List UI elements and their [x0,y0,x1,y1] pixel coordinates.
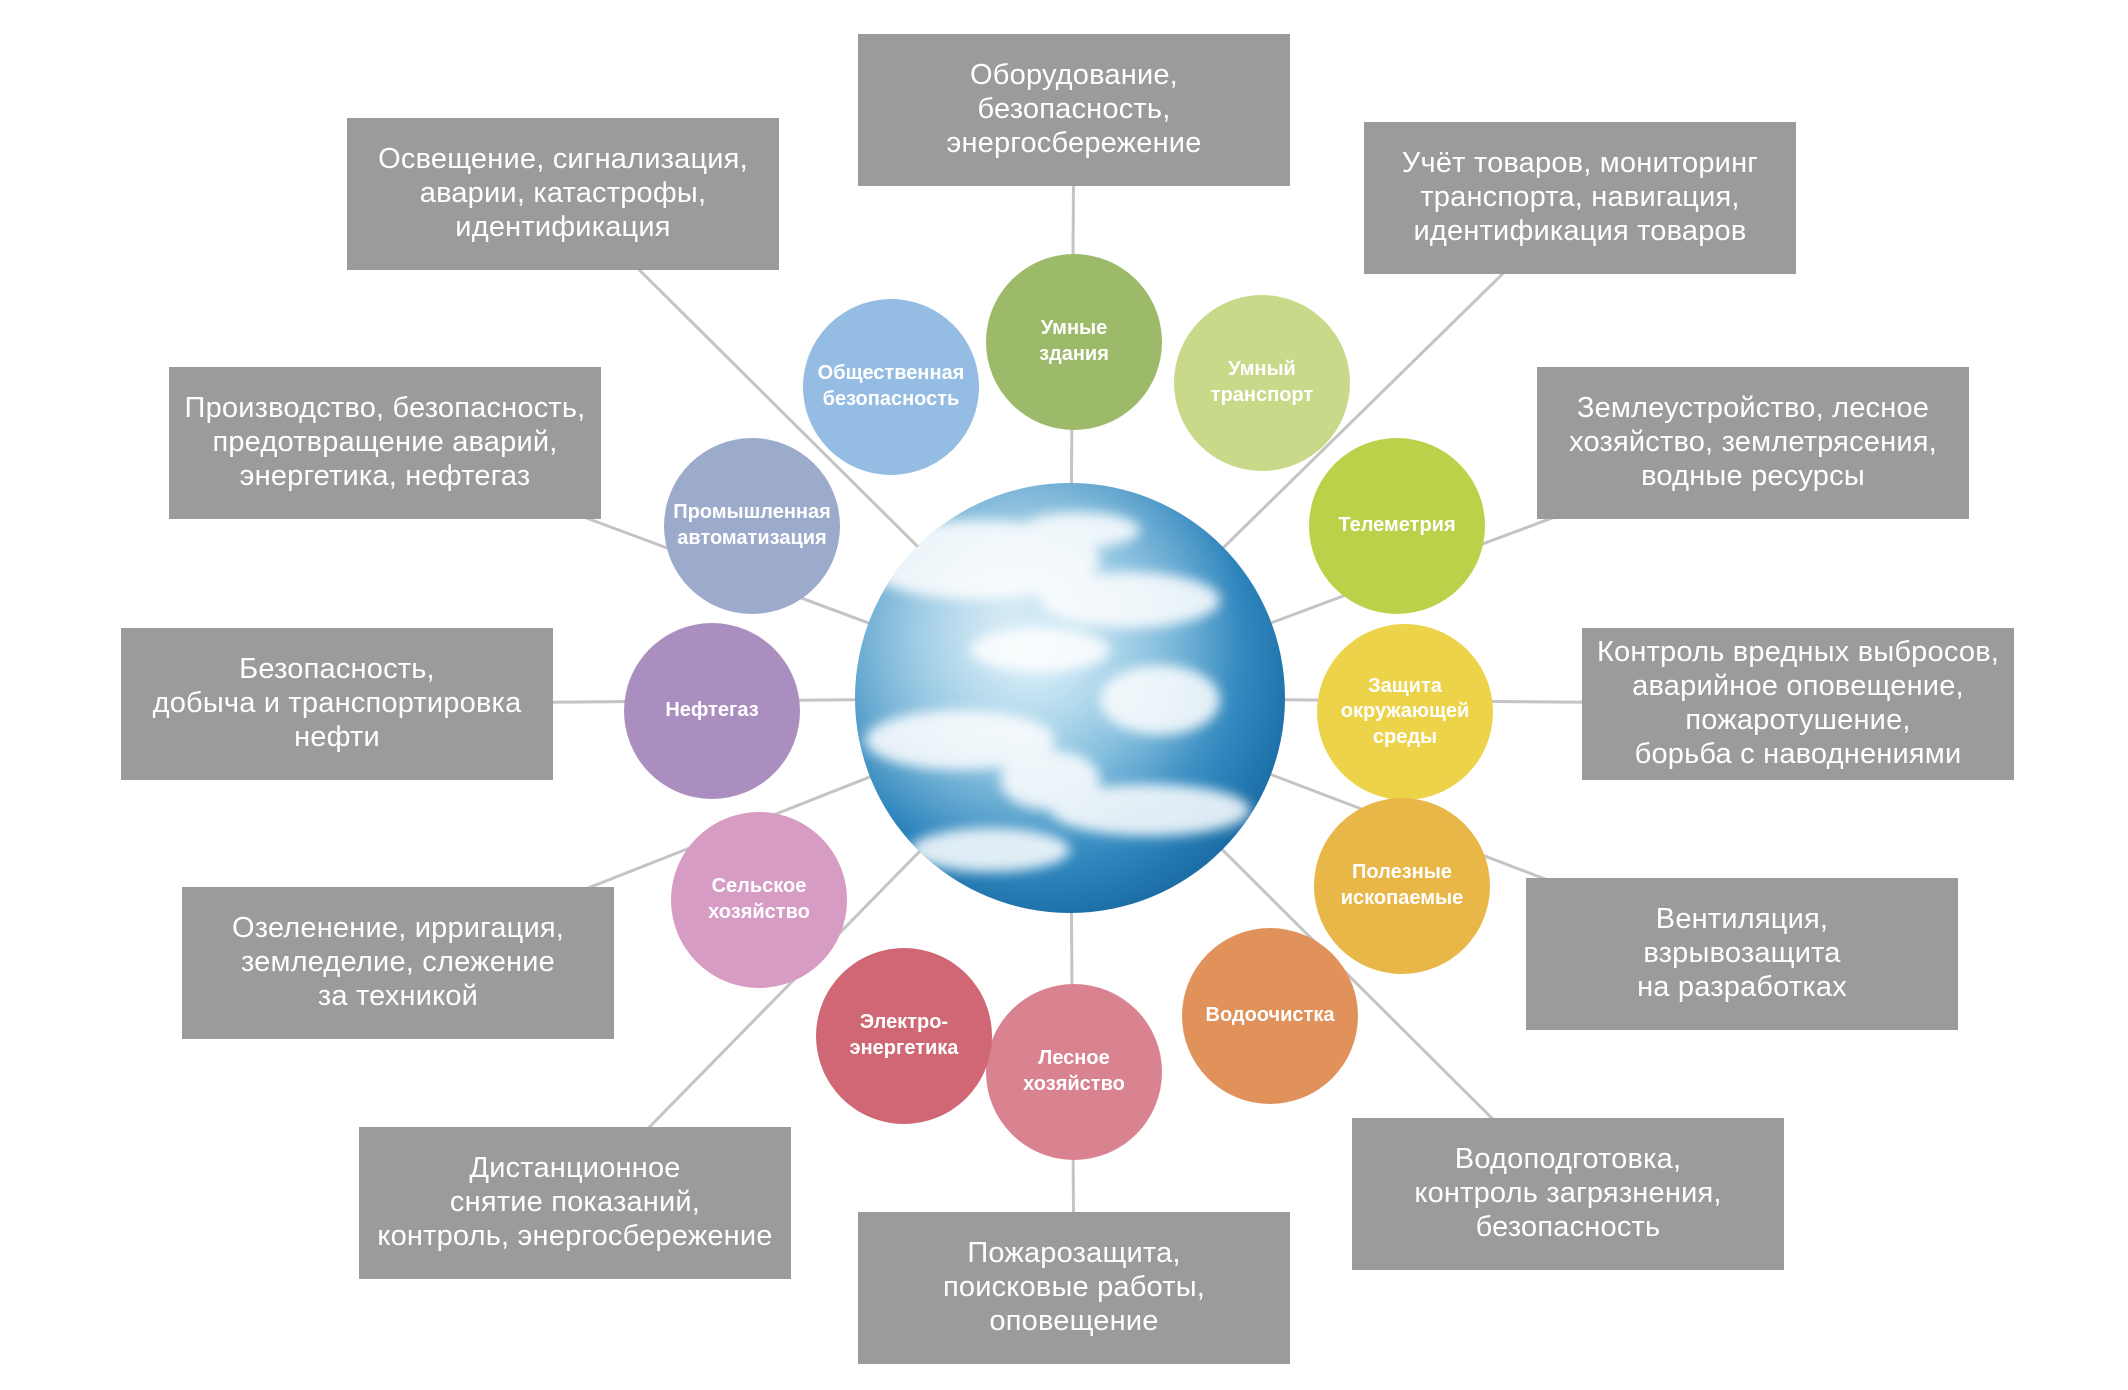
category-circle-environment: Защита окружающей среды [1317,624,1493,800]
category-circle-security: Общественная безопасность [803,299,979,475]
description-box-telemetry: Землеустройство, лесное хозяйство, земле… [1537,367,1969,519]
category-label: Полезные ископаемые [1340,861,1464,909]
category-circle-buildings: Умные здания [986,254,1162,430]
description-box-minerals: Вентиляция, взрывозащита на разработках [1526,878,1958,1030]
category-circle-transport: Умный транспорт [1174,295,1350,471]
description-box-transport: Учёт товаров, мониторинг транспорта, нав… [1364,122,1796,274]
category-circle-minerals: Полезные ископаемые [1314,798,1490,974]
description-box-buildings: Оборудование, безопасность, энергосбереж… [858,34,1290,186]
category-circle-telemetry: Телеметрия [1309,438,1485,614]
description-text: Безопасность, добыча и транспортировка н… [152,653,522,753]
category-label: Промышленная автоматизация [673,501,831,549]
description-box-water: Водоподготовка, контроль загрязнения, бе… [1352,1118,1784,1270]
description-box-oilgas: Безопасность, добыча и транспортировка н… [121,628,553,780]
description-text: Контроль вредных выбросов, аварийное опо… [1596,636,2000,770]
description-box-forestry: Пожарозащита, поисковые работы, оповещен… [858,1212,1290,1364]
description-text: Озеленение, ирригация, земледелие, слеже… [231,912,565,1012]
category-circle-forestry: Лесное хозяйство [986,984,1162,1160]
description-text: Водоподготовка, контроль загрязнения, бе… [1414,1143,1722,1243]
category-circle-power: Электро- энергетика [816,948,992,1124]
description-box-environment: Контроль вредных выбросов, аварийное опо… [1582,628,2014,780]
category-label: Защита окружающей среды [1340,674,1470,748]
category-label: Водоочистка [1205,1004,1335,1027]
category-label: Электро- энергетика [849,1011,959,1059]
category-label: Лесное хозяйство [1023,1047,1125,1095]
category-label: Сельское хозяйство [708,875,810,923]
category-label: Умный транспорт [1210,358,1314,406]
description-box-power: Дистанционное снятие показаний, контроль… [359,1127,791,1279]
description-box-agriculture: Озеленение, ирригация, земледелие, слеже… [182,887,614,1039]
category-label: Телеметрия [1338,514,1456,537]
description-text: Вентиляция, взрывозащита на разработках [1637,903,1847,1003]
description-text: Оборудование, безопасность, энергосбереж… [946,59,1202,159]
category-label: Умные здания [1039,317,1109,365]
globe-icon [855,483,1285,913]
description-text: Освещение, сигнализация, аварии, катастр… [378,143,748,243]
description-text: Производство, безопасность, предотвращен… [184,392,586,492]
description-text: Землеустройство, лесное хозяйство, земле… [1569,392,1937,492]
category-circle-water: Водоочистка [1182,928,1358,1104]
description-text: Учёт товаров, мониторинг транспорта, нав… [1401,147,1759,247]
description-text: Дистанционное снятие показаний, контроль… [377,1152,773,1252]
category-circle-automation: Промышленная автоматизация [664,438,840,614]
category-label: Общественная безопасность [817,362,965,410]
description-box-security: Освещение, сигнализация, аварии, катастр… [347,118,779,270]
description-text: Пожарозащита, поисковые работы, оповещен… [942,1237,1206,1337]
category-circle-oilgas: Нефтегаз [624,623,800,799]
category-circle-agriculture: Сельское хозяйство [671,812,847,988]
category-label: Нефтегаз [665,699,759,722]
description-box-automation: Производство, безопасность, предотвращен… [169,367,601,519]
